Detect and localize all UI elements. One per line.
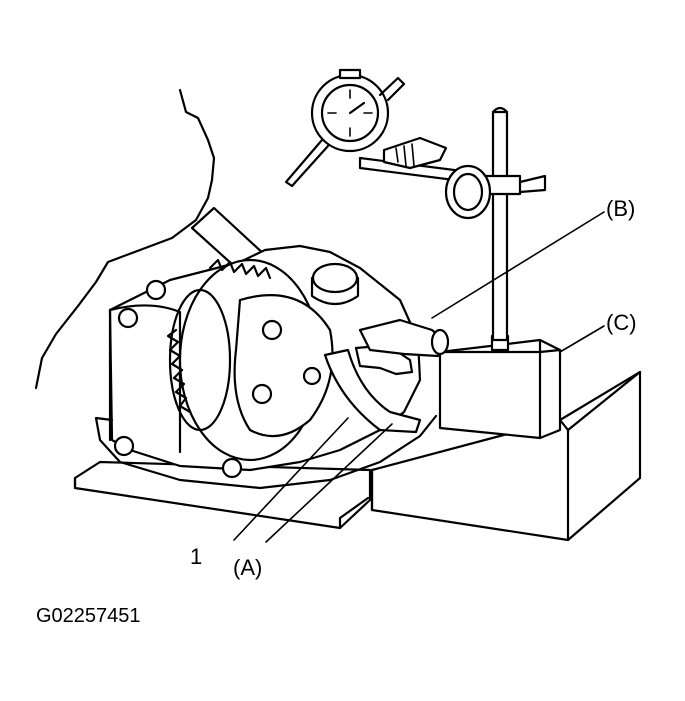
magnetic-base-c [438,334,562,440]
label-b: (B) [606,196,635,221]
label-c: (C) [606,310,637,335]
label-1: 1 [190,544,202,569]
bench-block [370,370,642,542]
indicator-stand [478,106,547,342]
leader-lines [233,211,605,543]
fork-tool-a [323,318,450,434]
hand-outline [34,88,216,390]
dial-indicator [284,68,448,188]
label-a: (A) [233,555,262,580]
pinion-cap [310,262,360,306]
indicator-arm [358,156,492,220]
figure-code: G02257451 [36,605,141,627]
base-plate [73,460,372,530]
ring-gear [166,258,334,462]
